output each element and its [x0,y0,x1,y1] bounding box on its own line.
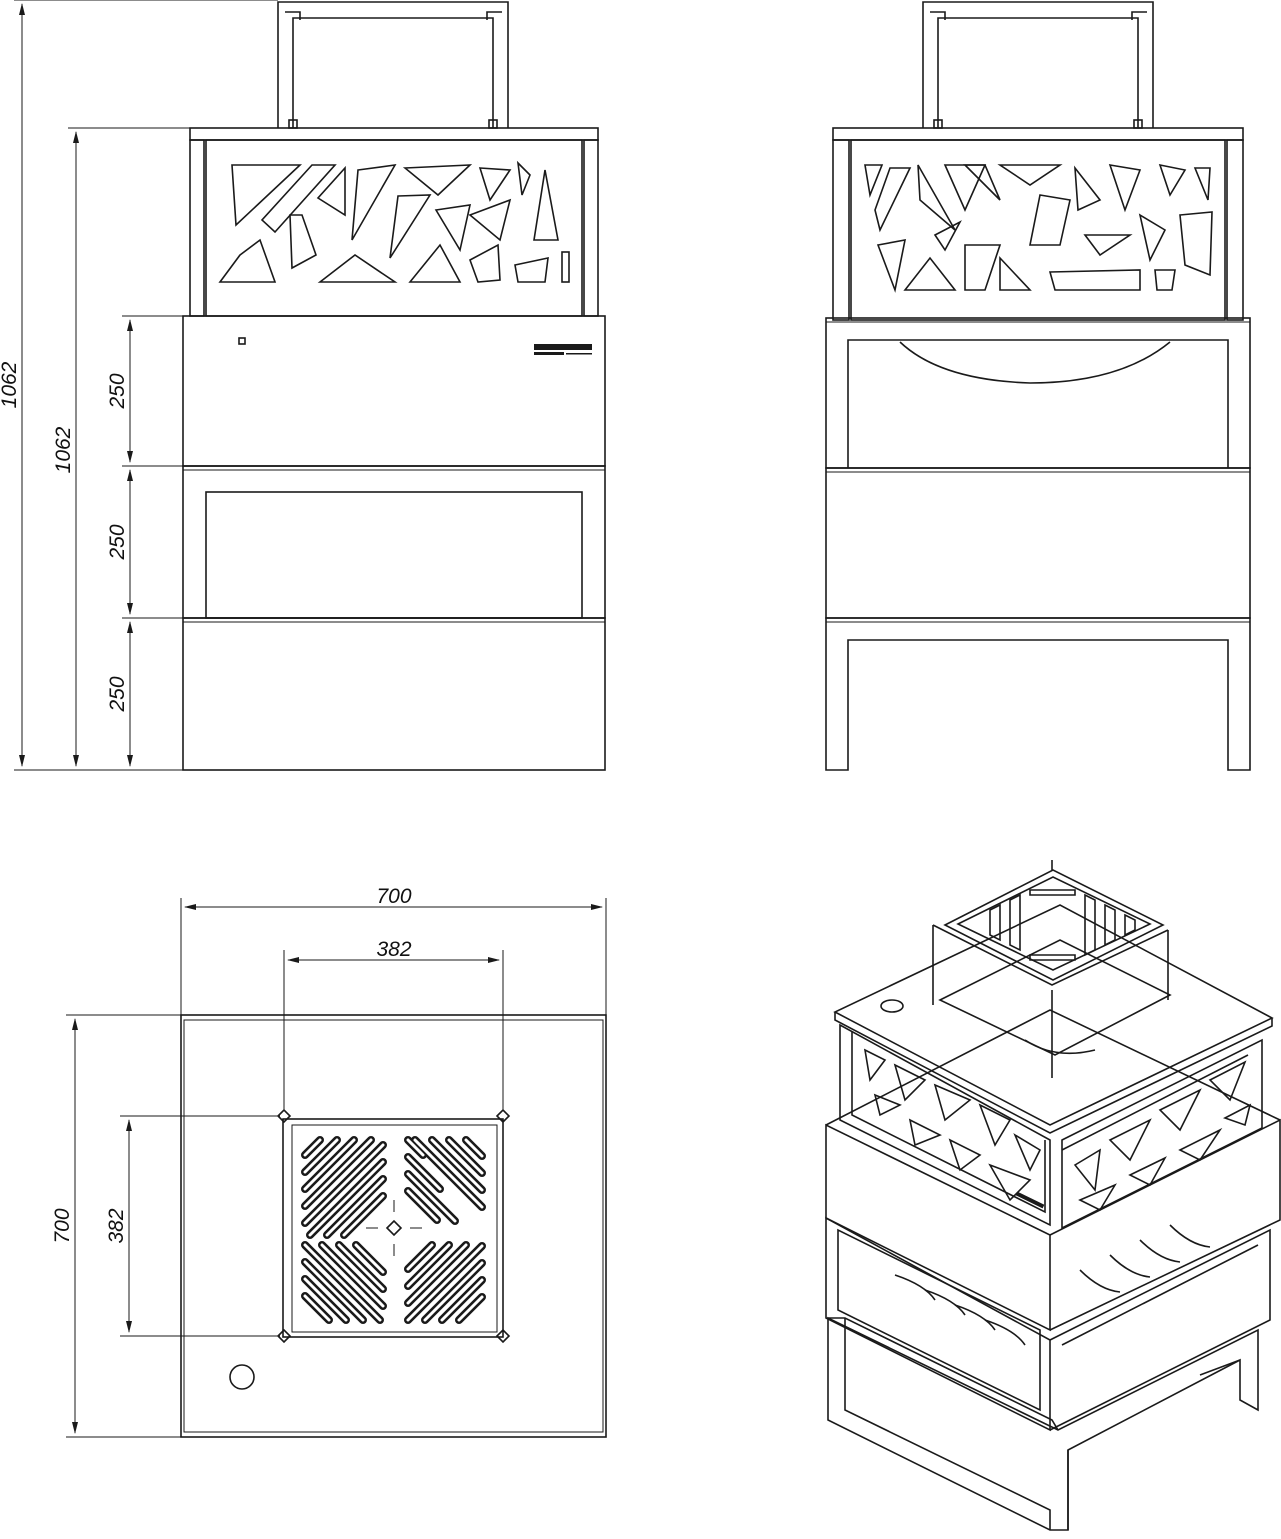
side-module-bottom [825,617,1251,771]
iso-pattern-left [863,1048,1042,1202]
height-dimensions: 1062 1062 250 250 250 [0,0,278,771]
iso-middle-module [825,1216,1271,1432]
iso-wave-slots [894,1224,1211,1346]
geometric-cutout-pattern-side [864,163,1213,293]
grate-corner-marks [276,1108,511,1344]
dim-total-height-inner: 1062 [52,426,75,473]
dim-total-height-outer: 1062 [0,361,21,408]
fire-basket-side [832,127,1244,321]
side-module-middle [825,467,1251,619]
width-dimensions: 700 382 [180,885,607,1110]
iso-pattern-right [1073,1060,1252,1212]
fire-basket-panel [189,127,599,317]
iso-grill-grate [932,860,1169,1078]
dim-module-bottom: 250 [106,676,129,712]
grate-slots [301,1136,486,1324]
module-bottom [182,617,606,771]
iso-drain-hole-icon [880,999,904,1013]
grill-handle-frame-side [922,1,1154,129]
depth-dimensions: 700 382 [51,1014,280,1438]
defro-logo [534,344,592,355]
iso-fire-basket [833,904,1274,1230]
grate-center-mark [366,1200,422,1256]
iso-top-module [825,1009,1281,1332]
front-view: 1062 1062 250 250 250 [0,0,606,771]
grill-handle-frame [277,1,509,129]
iso-grate-bars [989,889,1136,961]
side-view [825,1,1251,771]
dim-module-top: 250 [106,373,129,409]
side-module-top [825,317,1251,469]
iso-bottom-module [827,1316,1259,1531]
dim-width-grate: 382 [376,938,411,961]
module-middle [182,465,606,619]
top-view: 700 382 700 382 [51,885,607,1438]
drain-hole-icon [229,1364,255,1390]
geometric-cutout-pattern [218,160,570,283]
dim-module-middle: 250 [106,524,129,560]
module-top [182,315,606,467]
isometric-view [825,860,1281,1531]
dim-width-total: 700 [376,885,411,908]
dim-depth-total: 700 [51,1208,74,1243]
dim-depth-grate: 382 [105,1208,128,1243]
